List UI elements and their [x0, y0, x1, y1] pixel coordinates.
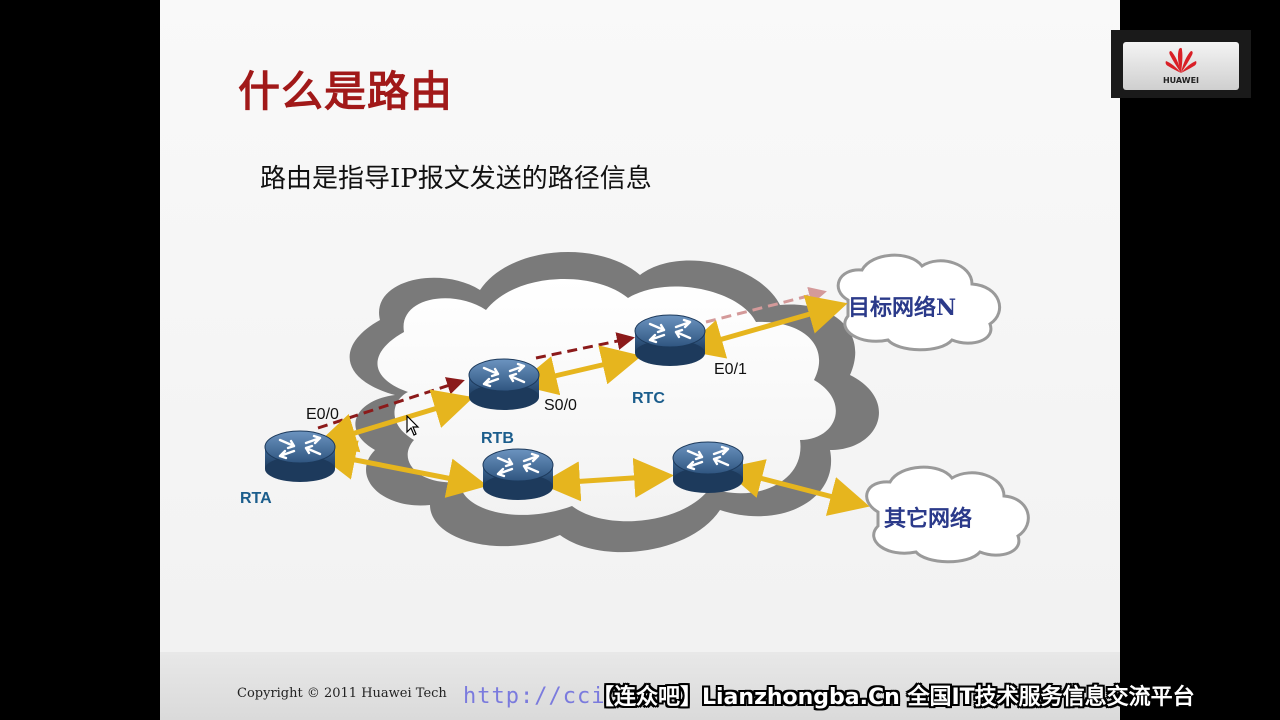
target-network-cloud [836, 253, 1002, 352]
link-rtd-rte [540, 457, 674, 502]
other-network-label: 其它网络 [884, 506, 972, 532]
router-icon-rta [263, 429, 337, 484]
huawei-logo: HUAWEI [1111, 30, 1251, 98]
huawei-petal-icon [1165, 47, 1197, 73]
slide: 什么是路由 路由是指导IP报文发送的路径信息 Copyright © 2011 … [160, 0, 1120, 720]
interface-label-rtc-e01: E0/1 [714, 361, 747, 378]
huawei-logo-text: HUAWEI [1162, 76, 1200, 85]
router-label-rtc: RTC [632, 390, 665, 407]
footer-copyright: Copyright © 2011 Huawei Tech [237, 686, 447, 701]
slide-subtitle: 路由是指导IP报文发送的路径信息 [260, 164, 652, 194]
router-label-rtb: RTB [481, 430, 514, 447]
link-rtc-target [683, 295, 848, 359]
router-label-rta: RTA [240, 490, 272, 507]
router-icon-rte [671, 440, 745, 495]
other-network-cloud [865, 465, 1030, 564]
interface-label-rta-e00: E0/0 [306, 406, 339, 423]
link-rte-other [722, 459, 870, 516]
link-rtb-rtc [516, 345, 642, 396]
url-watermark: http://cci [463, 684, 606, 709]
site-banner: 【连众吧】Lianzhongba.Cn 全国IT技术服务信息交流平台 [592, 685, 1195, 710]
mouse-cursor-icon [406, 415, 420, 436]
huawei-logo-plate: HUAWEI [1123, 42, 1239, 90]
router-icon-rtd [481, 447, 555, 502]
link-rta-rtb [316, 389, 474, 453]
link-rta-rtd [315, 440, 488, 498]
slide-title: 什么是路由 [238, 67, 454, 116]
interface-label-rtb-s00: S0/0 [544, 397, 577, 414]
footer-band [160, 652, 1120, 720]
target-network-label: 目标网络N [848, 295, 956, 321]
router-icon-rtc [633, 313, 707, 368]
router-icon-rtb [467, 357, 541, 412]
